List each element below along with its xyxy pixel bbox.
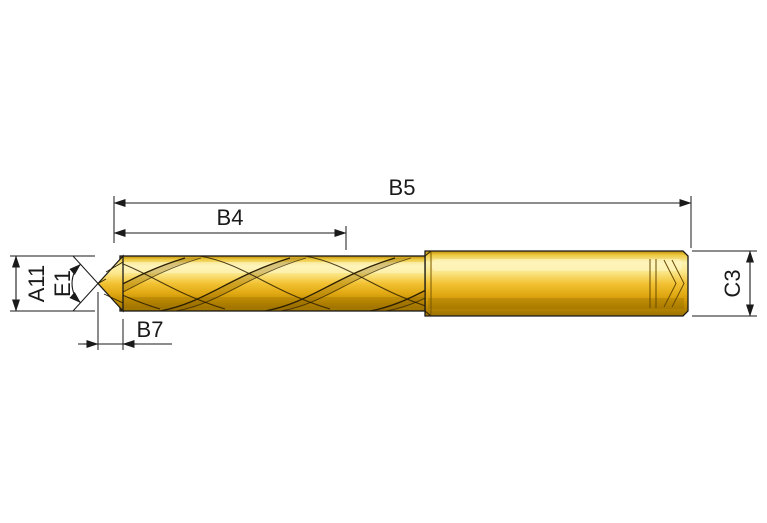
- dimension-c3: C3: [692, 250, 757, 317]
- dimension-b5: B5: [113, 175, 692, 248]
- e1-label: E1: [50, 270, 75, 297]
- shank-step-chamfer-bottom: [424, 310, 432, 317]
- e1-angle-line-upper: [72, 255, 99, 284]
- b4-label: B4: [217, 205, 244, 230]
- b5-label: B5: [389, 175, 416, 200]
- dimension-b7: B7: [78, 292, 172, 350]
- shank-step-chamfer-top: [424, 250, 432, 257]
- flute-shadow: [121, 297, 424, 308]
- point-facet-line-bottom: [103, 293, 124, 304]
- a11-label: A11: [24, 265, 49, 303]
- flute-spiral-lines: [120, 256, 425, 311]
- dimension-b4: B4: [113, 205, 347, 250]
- drill-point: [97, 254, 124, 313]
- point-facet-line-top: [105, 261, 124, 273]
- shank-highlight: [432, 259, 682, 271]
- shank-end-marks: [649, 259, 685, 308]
- c3-label: C3: [720, 269, 745, 297]
- dimension-a11: A11: [10, 255, 95, 312]
- drill-shank: [424, 250, 689, 317]
- flute-highlight: [121, 262, 424, 273]
- drill-fluted-body: [119, 255, 426, 312]
- b7-label: B7: [137, 317, 164, 342]
- chisel-edge-line: [97, 278, 107, 284]
- e1-angle-arc: [69, 263, 81, 304]
- shank-shadow: [428, 298, 684, 309]
- drill-body: [97, 250, 689, 317]
- dimension-e1: E1: [50, 255, 99, 312]
- e1-angle-line-lower: [72, 283, 99, 312]
